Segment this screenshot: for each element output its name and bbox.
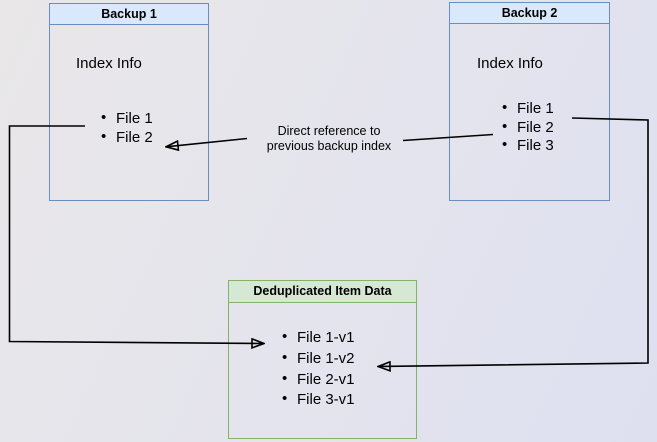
annotation-line: previous backup index <box>266 139 392 153</box>
backup2-file-item: File 2 <box>502 118 554 138</box>
backup2-file-list: File 1 File 2 File 3 <box>450 99 554 156</box>
backup1-file-item: File 1 <box>101 109 153 129</box>
backup1-file-list: File 1 File 2 <box>50 109 153 148</box>
backup2-node: Backup 2 Index Info File 1 File 2 File 3 <box>449 2 610 201</box>
dedup-item-list: File 1-v1 File 1-v2 File 2-v1 File 3-v1 <box>229 327 354 411</box>
dedup-item: File 1-v2 <box>282 348 354 370</box>
backup2-title: Backup 2 <box>450 3 609 24</box>
dedup-title: Deduplicated Item Data <box>229 281 416 303</box>
backup1-node: Backup 1 Index Info File 1 File 2 <box>49 3 209 201</box>
backup1-index-info-label: Index Info <box>76 55 142 72</box>
backup2-file-item: File 3 <box>502 136 554 156</box>
direct-reference-annotation: Direct reference to previous backup inde… <box>253 124 405 154</box>
dedup-item: File 3-v1 <box>282 389 354 411</box>
backup1-file-item: File 2 <box>101 128 153 148</box>
backup1-title: Backup 1 <box>50 4 208 25</box>
dedup-item: File 2-v1 <box>282 369 354 391</box>
backup2-file-item: File 1 <box>502 99 554 119</box>
backup2-index-info-label: Index Info <box>477 55 543 72</box>
dedup-item: File 1-v1 <box>282 327 354 349</box>
dedup-node: Deduplicated Item Data File 1-v1 File 1-… <box>228 280 417 439</box>
annotation-line: Direct reference to <box>277 124 381 138</box>
